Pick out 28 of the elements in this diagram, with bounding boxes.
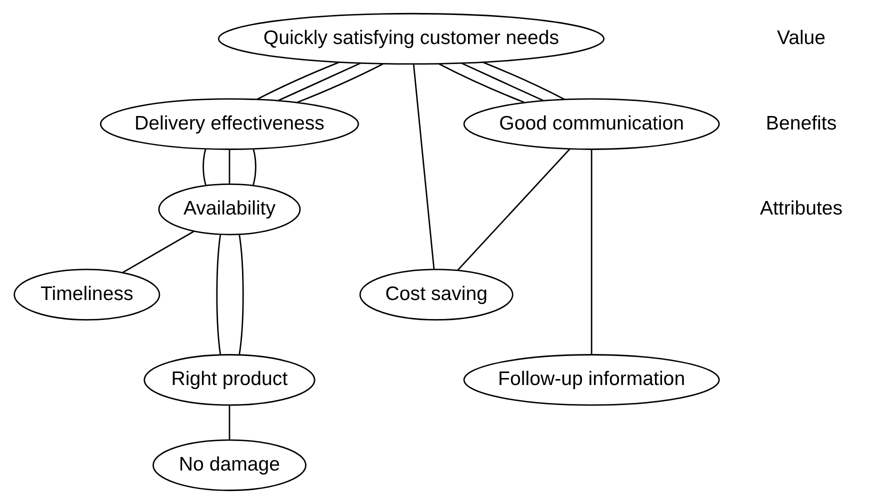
- node-ellipse: Delivery effectiveness: [100, 98, 360, 150]
- connector: [457, 148, 570, 271]
- label: Benefits: [766, 112, 837, 134]
- connector: [461, 62, 544, 102]
- connector: [412, 64, 435, 270]
- node-ellipse: Follow-up information: [463, 354, 720, 406]
- connector: [228, 405, 230, 440]
- connector: [122, 230, 194, 274]
- connector: [252, 148, 256, 186]
- node-ellipse: Right product: [144, 354, 316, 406]
- connector: [438, 63, 525, 104]
- connector: [482, 62, 565, 100]
- node-ellipse: No damage: [152, 439, 306, 492]
- node-ellipse: Timeliness: [14, 268, 160, 320]
- connector: [238, 234, 244, 355]
- connector: [216, 234, 222, 354]
- connector: [228, 149, 230, 184]
- connector: [202, 148, 206, 186]
- connector: [590, 149, 592, 355]
- node-ellipse: Availability: [158, 184, 301, 236]
- connector: [296, 63, 384, 104]
- connector: [278, 62, 361, 102]
- connector: [256, 62, 340, 100]
- label: Attributes: [760, 198, 843, 220]
- label: Value: [776, 26, 826, 49]
- node-ellipse: Good communication: [463, 98, 720, 150]
- node-ellipse: Cost saving: [359, 268, 514, 320]
- node-ellipse: Quickly satisfying customer needs: [218, 12, 605, 65]
